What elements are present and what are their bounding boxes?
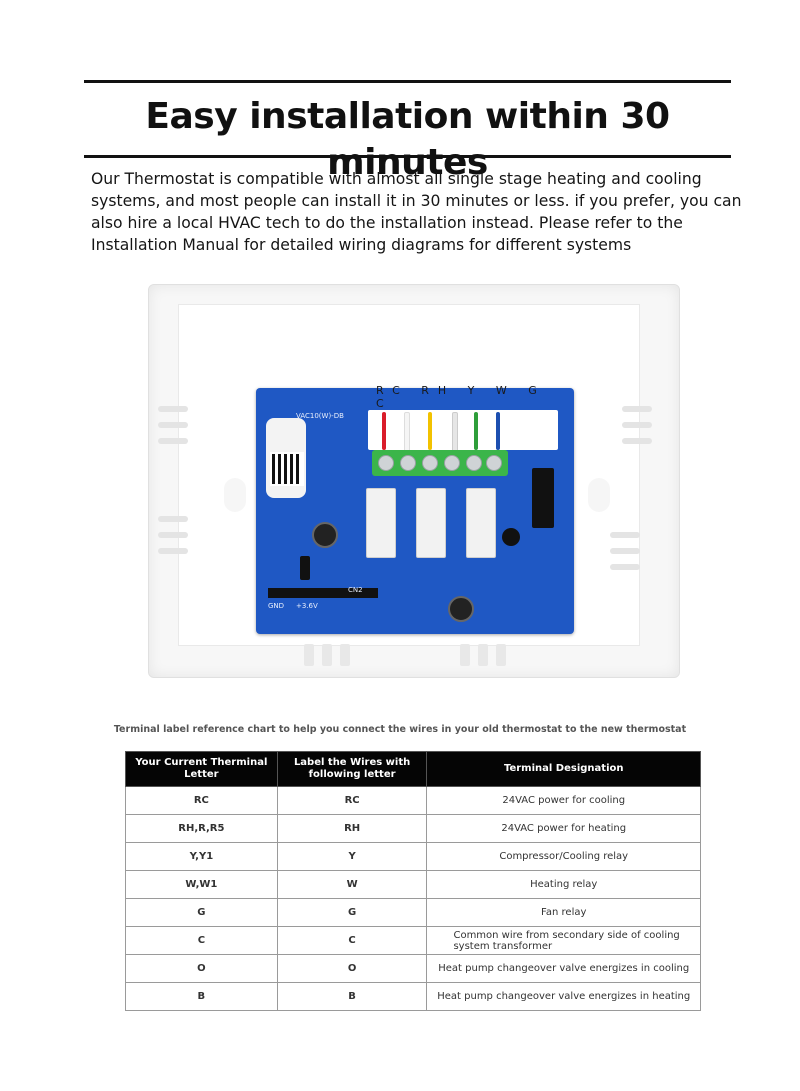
label-letter-cell: Y: [276, 842, 428, 871]
red-wire: [382, 412, 386, 450]
designation-cell: Heating relay: [426, 870, 701, 899]
vent-slot: [610, 548, 640, 554]
current-letter-cell: Y,Y1: [125, 842, 278, 871]
designation-cell: Fan relay: [426, 898, 701, 927]
vent-slot: [158, 548, 188, 554]
current-letter-cell: G: [125, 898, 278, 927]
designation-cell: Common wire from secondary side of cooli…: [426, 926, 701, 955]
vent-slot: [622, 438, 652, 444]
label-letter-cell: C: [276, 926, 428, 955]
designation-cell: Compressor/Cooling relay: [426, 842, 701, 871]
top-divider: [84, 80, 731, 83]
terminal-block: [372, 450, 508, 476]
header-designation: Terminal Designation: [426, 751, 701, 787]
table-row: W,W1 W Heating relay: [125, 870, 701, 899]
terminal-reference-table: Your Current Therminal Letter Label the …: [125, 751, 701, 1011]
white-wire-w: [452, 412, 458, 452]
green-wire: [474, 412, 478, 450]
mounting-hole: [224, 478, 246, 512]
thermostat-board-photo: RC RH Y W G C VAC10(W)-DB GND +3.6V CN2: [140, 276, 688, 684]
cn2-label: CN2: [348, 586, 363, 594]
housing-rib: [322, 644, 332, 666]
voltage-label: +3.6V: [296, 602, 318, 610]
terminal-labels: RC RH Y W G C: [376, 384, 546, 410]
mounting-hole: [588, 478, 610, 512]
designation-cell: Heat pump changeover valve energizes in …: [426, 982, 701, 1011]
current-letter-cell: RC: [125, 786, 278, 815]
table-row: O O Heat pump changeover valve energizes…: [125, 954, 701, 983]
pin-header: [268, 588, 378, 598]
label-letter-cell: O: [276, 954, 428, 983]
terminal-screw: [378, 455, 394, 471]
current-letter-cell: O: [125, 954, 278, 983]
page-title: Easy installation within 30 minutes: [145, 96, 670, 183]
switch-component: [300, 556, 310, 580]
wire-window: [368, 410, 558, 450]
vent-slot: [158, 516, 188, 522]
terminal-screw: [486, 455, 502, 471]
current-letter-cell: B: [125, 982, 278, 1011]
table-row: Y,Y1 Y Compressor/Cooling relay: [125, 842, 701, 871]
housing-rib: [340, 644, 350, 666]
current-letter-cell: RH,R,R5: [125, 814, 278, 843]
intro-paragraph: Our Thermostat is compatible with almost…: [91, 170, 742, 254]
table-row: RC RC 24VAC power for cooling: [125, 786, 701, 815]
relay: [366, 488, 396, 558]
terminal-screw: [422, 455, 438, 471]
designation-cell: Heat pump changeover valve energizes in …: [426, 954, 701, 983]
vent-slot: [158, 532, 188, 538]
table-row: G G Fan relay: [125, 898, 701, 927]
designation-cell: 24VAC power for heating: [426, 814, 701, 843]
header-label-letter: Label the Wires with following letter: [276, 751, 428, 787]
vent-slot: [622, 422, 652, 428]
yellow-wire: [428, 412, 432, 450]
housing-rib: [304, 644, 314, 666]
housing-rib: [478, 644, 488, 666]
vent-slot: [158, 438, 188, 444]
label-letter-cell: RH: [276, 814, 428, 843]
white-wire: [404, 412, 410, 452]
inductor: [502, 528, 520, 546]
table-row: C C Common wire from secondary side of c…: [125, 926, 701, 955]
circuit-board: RC RH Y W G C VAC10(W)-DB GND +3.6V CN2: [256, 384, 574, 634]
board-model-label: VAC10(W)-DB: [296, 412, 344, 420]
chart-caption: Terminal label reference chart to help y…: [113, 724, 687, 735]
vent-slot: [610, 532, 640, 538]
terminal-screw: [444, 455, 460, 471]
title-divider: [84, 155, 731, 158]
qr-code-icon: [270, 452, 304, 486]
capacitor: [448, 596, 474, 622]
label-letter-cell: G: [276, 898, 428, 927]
label-letter-cell: B: [276, 982, 428, 1011]
capacitor: [312, 522, 338, 548]
table-row: RH,R,R5 RH 24VAC power for heating: [125, 814, 701, 843]
gnd-label: GND: [268, 602, 285, 610]
designation-cell: 24VAC power for cooling: [426, 786, 701, 815]
relay: [416, 488, 446, 558]
header-current-letter: Your Current Therminal Letter: [125, 751, 278, 787]
vent-slot: [610, 564, 640, 570]
table-header-row: Your Current Therminal Letter Label the …: [125, 751, 701, 787]
vent-slot: [158, 406, 188, 412]
fuse-component: [532, 468, 554, 528]
vent-slot: [158, 422, 188, 428]
current-letter-cell: W,W1: [125, 870, 278, 899]
terminal-screw: [400, 455, 416, 471]
vent-slot: [622, 406, 652, 412]
blue-wire: [496, 412, 500, 450]
relay: [466, 488, 496, 558]
terminal-screw: [466, 455, 482, 471]
current-letter-cell: C: [125, 926, 278, 955]
label-letter-cell: RC: [276, 786, 428, 815]
housing-rib: [460, 644, 470, 666]
label-letter-cell: W: [276, 870, 428, 899]
housing-rib: [496, 644, 506, 666]
table-row: B B Heat pump changeover valve energizes…: [125, 982, 701, 1011]
